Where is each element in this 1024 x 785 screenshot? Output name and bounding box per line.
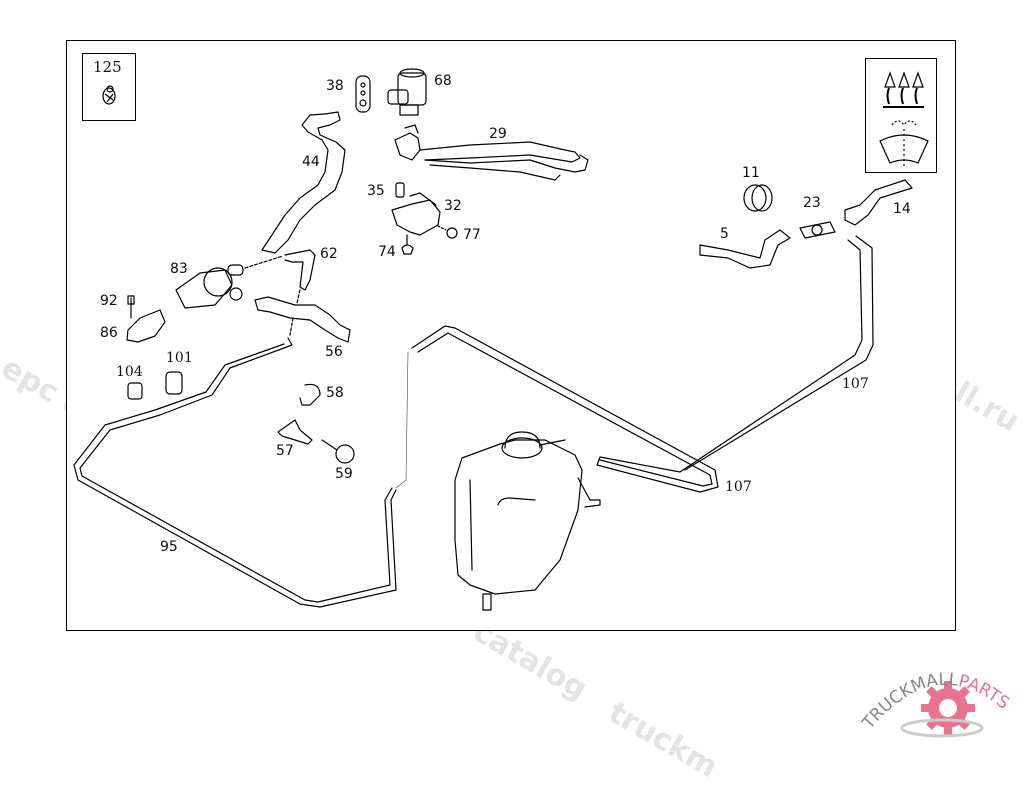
- nut-77: [447, 228, 457, 238]
- connector-23: [800, 222, 835, 238]
- callout-77[interactable]: 77: [463, 228, 481, 242]
- callout-68[interactable]: 68: [434, 74, 452, 88]
- callout-95[interactable]: 95: [160, 540, 178, 554]
- bolt-59: [336, 445, 354, 463]
- clip-58: [300, 384, 320, 405]
- callout-32[interactable]: 32: [444, 199, 462, 213]
- callout-104[interactable]: 104: [116, 365, 143, 379]
- callout-58[interactable]: 58: [326, 386, 344, 400]
- callout-23[interactable]: 23: [803, 196, 821, 210]
- callout-5[interactable]: 5: [720, 227, 729, 241]
- connector-104: [128, 383, 142, 399]
- inset-heater-washer: [865, 58, 937, 173]
- callout-35[interactable]: 35: [367, 184, 385, 198]
- inset-clamp-125: 125: [82, 53, 136, 121]
- gear-logo-icon: TRUCKMALLPARTS: [850, 650, 1024, 750]
- callout-92[interactable]: 92: [100, 294, 118, 308]
- truckmallparts-logo: TRUCKMALLPARTS: [850, 650, 1024, 750]
- callout-74[interactable]: 74: [378, 245, 396, 259]
- callout-11[interactable]: 11: [742, 166, 760, 180]
- callout-56[interactable]: 56: [325, 345, 343, 359]
- washer-reservoir: [455, 432, 600, 610]
- connector-101: [166, 372, 182, 394]
- callout-57[interactable]: 57: [276, 444, 294, 458]
- heater-and-windscreen-washer-icon: [866, 59, 936, 172]
- pipe-107: [412, 240, 862, 492]
- callout-38[interactable]: 38: [326, 79, 344, 93]
- grommet-74: [402, 245, 413, 254]
- callout-44[interactable]: 44: [302, 155, 320, 169]
- callout-14[interactable]: 14: [893, 202, 911, 216]
- sensor-35: [396, 183, 404, 197]
- hose-5: [700, 230, 790, 268]
- hose-62: [285, 250, 315, 290]
- callout-62[interactable]: 62: [320, 247, 338, 261]
- callout-29[interactable]: 29: [489, 127, 507, 141]
- hose-clamp-icon: [83, 54, 135, 120]
- callout-59[interactable]: 59: [335, 467, 353, 481]
- callout-107-upper[interactable]: 107: [842, 377, 869, 391]
- callout-86[interactable]: 86: [100, 326, 118, 340]
- callout-107-lower[interactable]: 107: [725, 480, 752, 494]
- bracket-32: [392, 200, 440, 235]
- pipe-29: [420, 142, 580, 162]
- bracket-57: [278, 420, 312, 444]
- hose-56: [255, 297, 350, 342]
- callout-83[interactable]: 83: [170, 262, 188, 276]
- clamp-86: [127, 310, 165, 342]
- hose-44: [262, 112, 345, 253]
- valve-68: [388, 69, 426, 115]
- callout-101[interactable]: 101: [166, 351, 193, 365]
